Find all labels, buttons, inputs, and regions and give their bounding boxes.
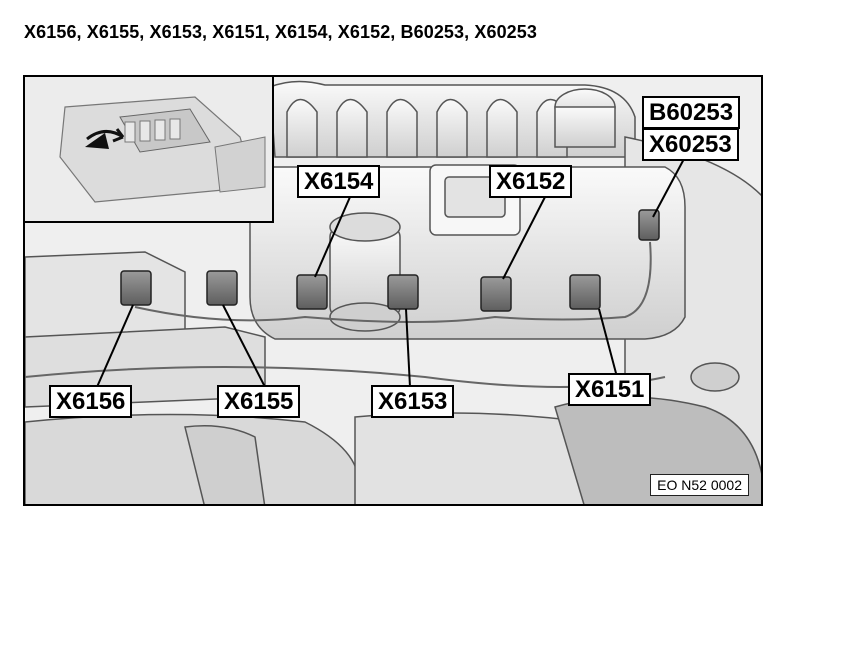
- callout-x6151: X6151: [568, 373, 652, 406]
- engine-illustration: [25, 77, 761, 504]
- engine-diagram: X6154 X6152 B60253 X60253 X6156 X6155 X6…: [23, 75, 763, 506]
- callout-x6155: X6155: [217, 385, 301, 418]
- page-title: X6156, X6155, X6153, X6151, X6154, X6152…: [24, 22, 538, 42]
- arrow-pointer-icon: [85, 128, 125, 149]
- leader-lines: [96, 156, 686, 388]
- callout-x60253: X60253: [642, 128, 739, 161]
- callout-x6152: X6152: [489, 165, 573, 198]
- callout-x6153: X6153: [371, 385, 455, 418]
- inset-engine-bay: [25, 77, 272, 221]
- figure-code: EO N52 0002: [650, 474, 749, 496]
- intake-manifold: [269, 80, 636, 158]
- callout-b60253: B60253: [642, 96, 741, 129]
- ignition-coils: [120, 209, 660, 312]
- location-inset: [25, 77, 274, 223]
- exhaust-manifold: [25, 362, 761, 504]
- callout-x6156: X6156: [49, 385, 133, 418]
- callout-x6154: X6154: [297, 165, 381, 198]
